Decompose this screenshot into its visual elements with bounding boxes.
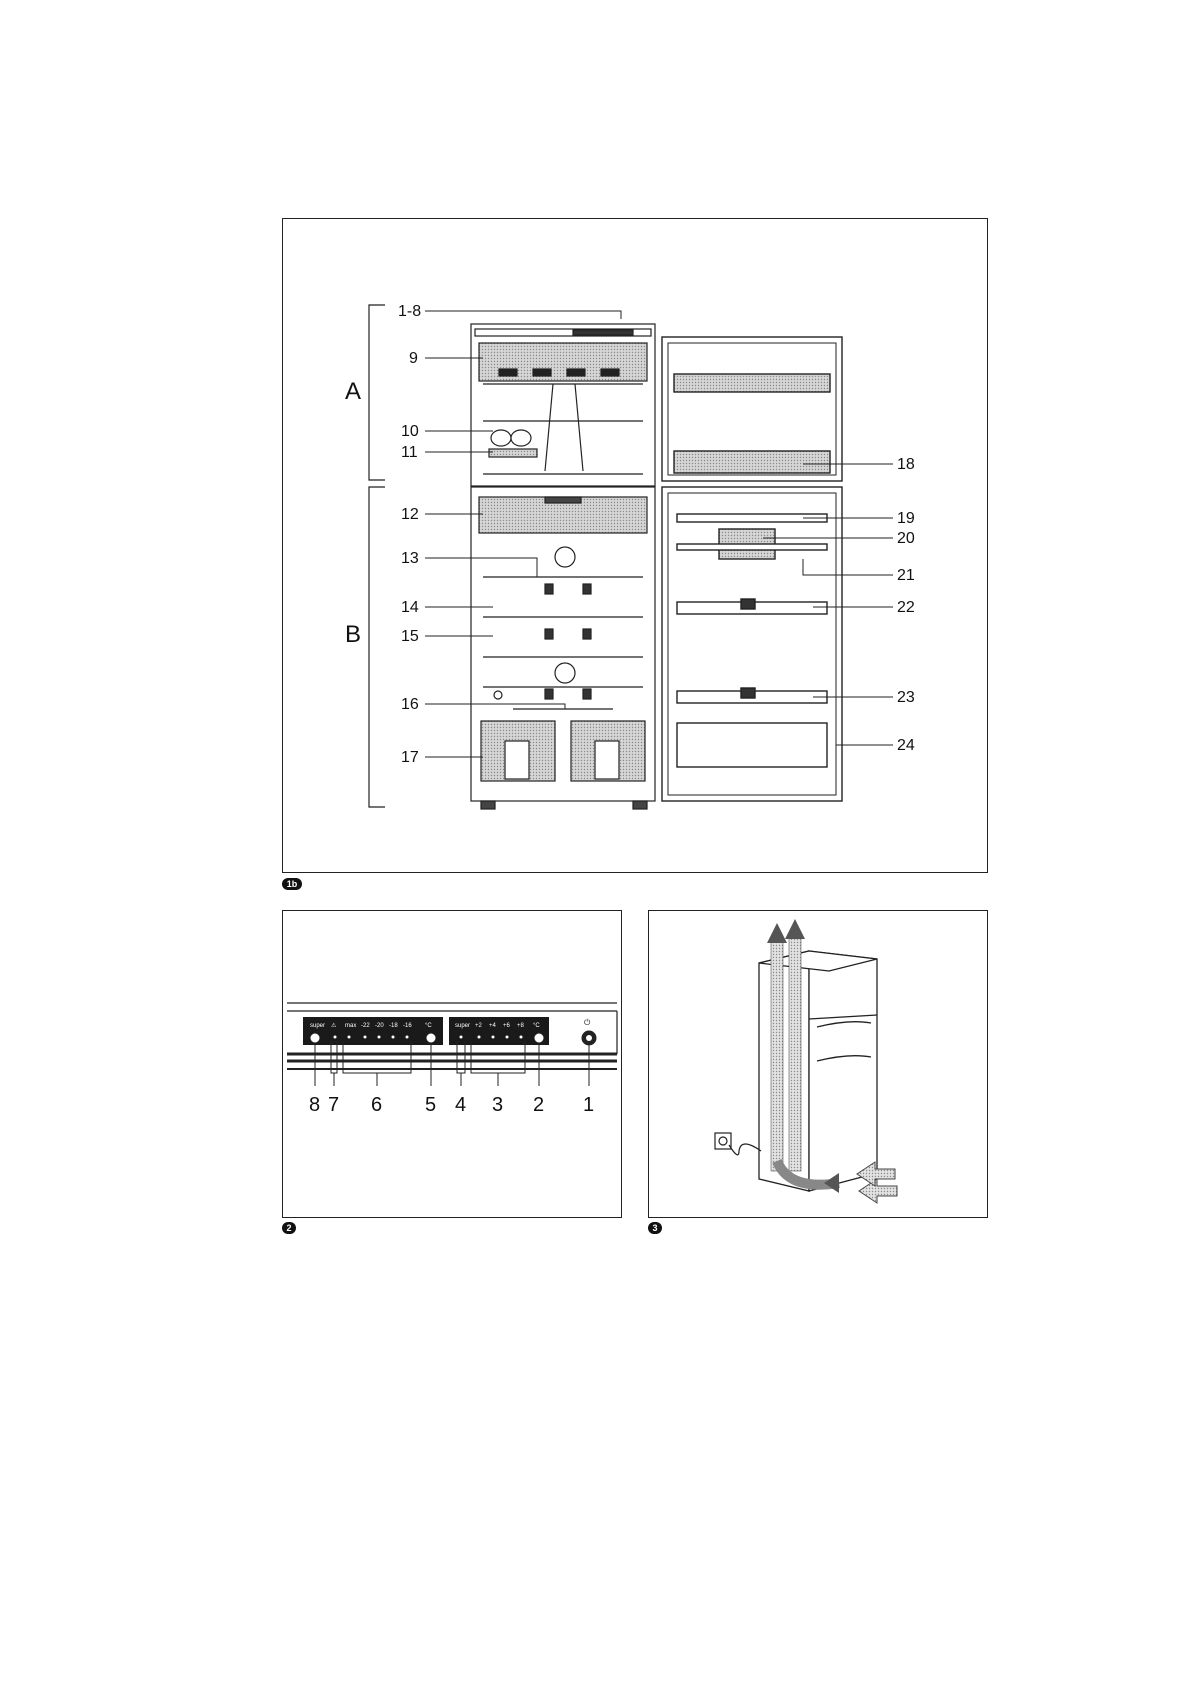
callout-24: 24: [897, 737, 915, 754]
fridge-temp-button[interactable]: [533, 1032, 545, 1044]
freezer-temp-button[interactable]: [425, 1032, 437, 1044]
callout-18: 18: [897, 456, 915, 473]
control-callout-4: 4: [455, 1094, 466, 1116]
control-callout-1: 1: [583, 1094, 594, 1116]
freezer-label-alarm: ⚠: [331, 1022, 337, 1029]
fridge-label-plus4: +4: [489, 1023, 497, 1029]
freezer-label-minus16: -16: [403, 1023, 412, 1029]
fridge-compartment: [470, 486, 656, 810]
refrigerator-diagram: A B: [345, 303, 915, 810]
figure-2-frame: super ⚠ max -22 -20 -18 -16 °C super +2 …: [282, 910, 622, 1218]
freezer-label-max: max: [345, 1023, 356, 1029]
power-icon: ⏻: [584, 1018, 591, 1027]
fridge-label-celsius: °C: [533, 1023, 540, 1029]
callout-22: 22: [897, 599, 915, 616]
callout-21: 21: [897, 567, 915, 584]
callout-16: 16: [401, 696, 419, 713]
callout-10: 10: [401, 423, 419, 440]
callout-20: 20: [897, 530, 915, 547]
freezer-super-button[interactable]: [309, 1032, 321, 1044]
control-callout-3: 3: [492, 1094, 503, 1116]
section-b-bracket: [368, 486, 385, 808]
control-callout-6: 6: [371, 1094, 382, 1116]
callout-12: 12: [401, 506, 419, 523]
figure-tag-2: 2: [282, 1222, 296, 1234]
fridge-label-plus2: +2: [475, 1023, 483, 1029]
freezer-label-super: super: [310, 1023, 325, 1029]
fridge-label-super: super: [455, 1023, 470, 1029]
airflow-arrows: [767, 919, 898, 1204]
callout-23: 23: [897, 689, 915, 706]
freezer-control-display: [303, 1017, 443, 1045]
control-callout-8: 8: [309, 1094, 320, 1116]
fridge-label-plus8: +8: [517, 1023, 525, 1029]
power-socket-icon: [714, 1132, 762, 1156]
section-a-bracket: [368, 304, 385, 481]
freezer-label-minus20: -20: [375, 1023, 384, 1029]
figure-tag-3: 3: [648, 1222, 662, 1234]
section-label-a: A: [345, 378, 361, 405]
callout-14: 14: [401, 599, 419, 616]
fridge-label-plus6: +6: [503, 1023, 511, 1029]
figure-1b-frame: A B: [282, 218, 988, 873]
control-callout-7: 7: [328, 1094, 339, 1116]
control-callout-5: 5: [425, 1094, 436, 1116]
freezer-compartment: [470, 323, 656, 487]
freezer-label-minus18: -18: [389, 1023, 398, 1029]
freezer-label-celsius: °C: [425, 1023, 432, 1029]
callout-15: 15: [401, 628, 419, 645]
control-callout-2: 2: [533, 1094, 544, 1116]
control-panel-diagram: super ⚠ max -22 -20 -18 -16 °C super +2 …: [287, 1002, 618, 1116]
fridge-door: [661, 486, 843, 802]
freezer-door: [661, 336, 843, 482]
figure-3-frame: [648, 910, 988, 1218]
ventilation-diagram: [714, 919, 898, 1204]
callout-1-8: 1-8: [398, 303, 421, 320]
callout-11: 11: [401, 444, 418, 461]
section-label-b: B: [345, 621, 361, 648]
callout-17: 17: [401, 749, 419, 766]
callout-13: 13: [401, 550, 419, 567]
callout-9: 9: [409, 350, 418, 367]
freezer-label-minus22: -22: [361, 1023, 370, 1029]
callout-leaders: [425, 310, 893, 758]
callout-19: 19: [897, 510, 915, 527]
figure-tag-1b: 1b: [282, 878, 302, 890]
fridge-control-display: [449, 1017, 549, 1045]
